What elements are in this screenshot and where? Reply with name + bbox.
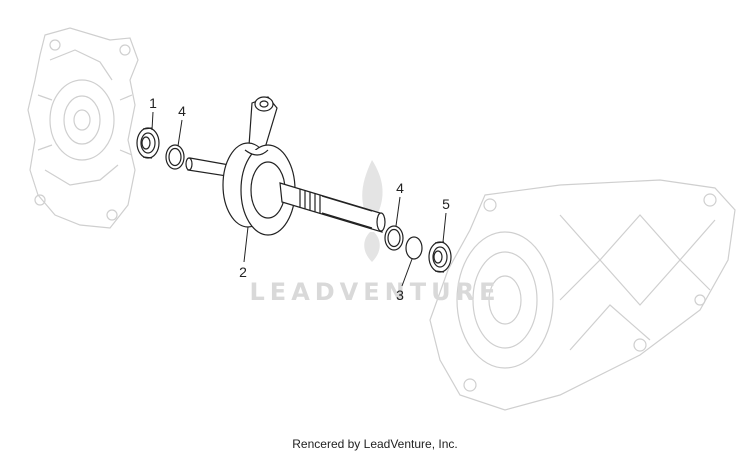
shim-part-4-left [165,144,185,170]
render-credit: Rencered by LeadVenture, Inc. [292,437,458,451]
callout-4-left: 4 [178,103,186,119]
right-crankcase-ghost [429,179,736,411]
bearing-part-5 [428,241,452,273]
left-crankcase-ghost [27,27,139,229]
shim-part-4-right [384,225,404,251]
o-ring-part-3 [405,236,423,260]
callout-2: 2 [239,264,247,280]
callout-4-right: 4 [396,180,404,196]
callout-5: 5 [442,196,450,212]
leader-lines [151,111,447,287]
watermark-text: LEADVENTURE [250,278,501,306]
bearing-part-1 [136,127,160,159]
callout-3: 3 [396,287,404,303]
crankshaft-part-2 [185,96,386,236]
callout-1: 1 [149,95,157,111]
